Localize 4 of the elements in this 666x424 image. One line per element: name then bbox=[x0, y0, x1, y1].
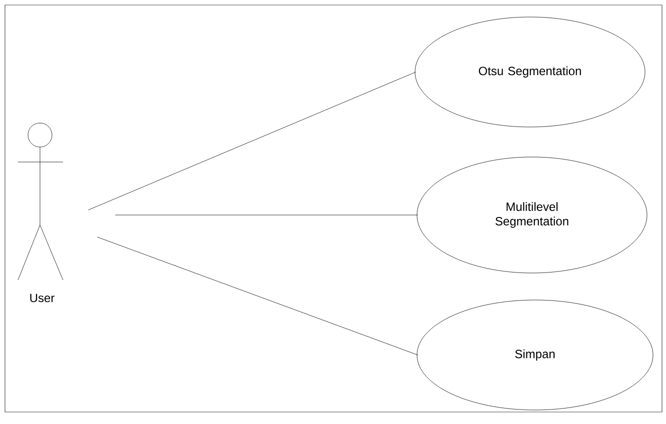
association-line bbox=[115, 214, 418, 216]
association-line bbox=[88, 72, 416, 210]
actor-label: User bbox=[30, 294, 54, 302]
association-line bbox=[97, 236, 418, 356]
